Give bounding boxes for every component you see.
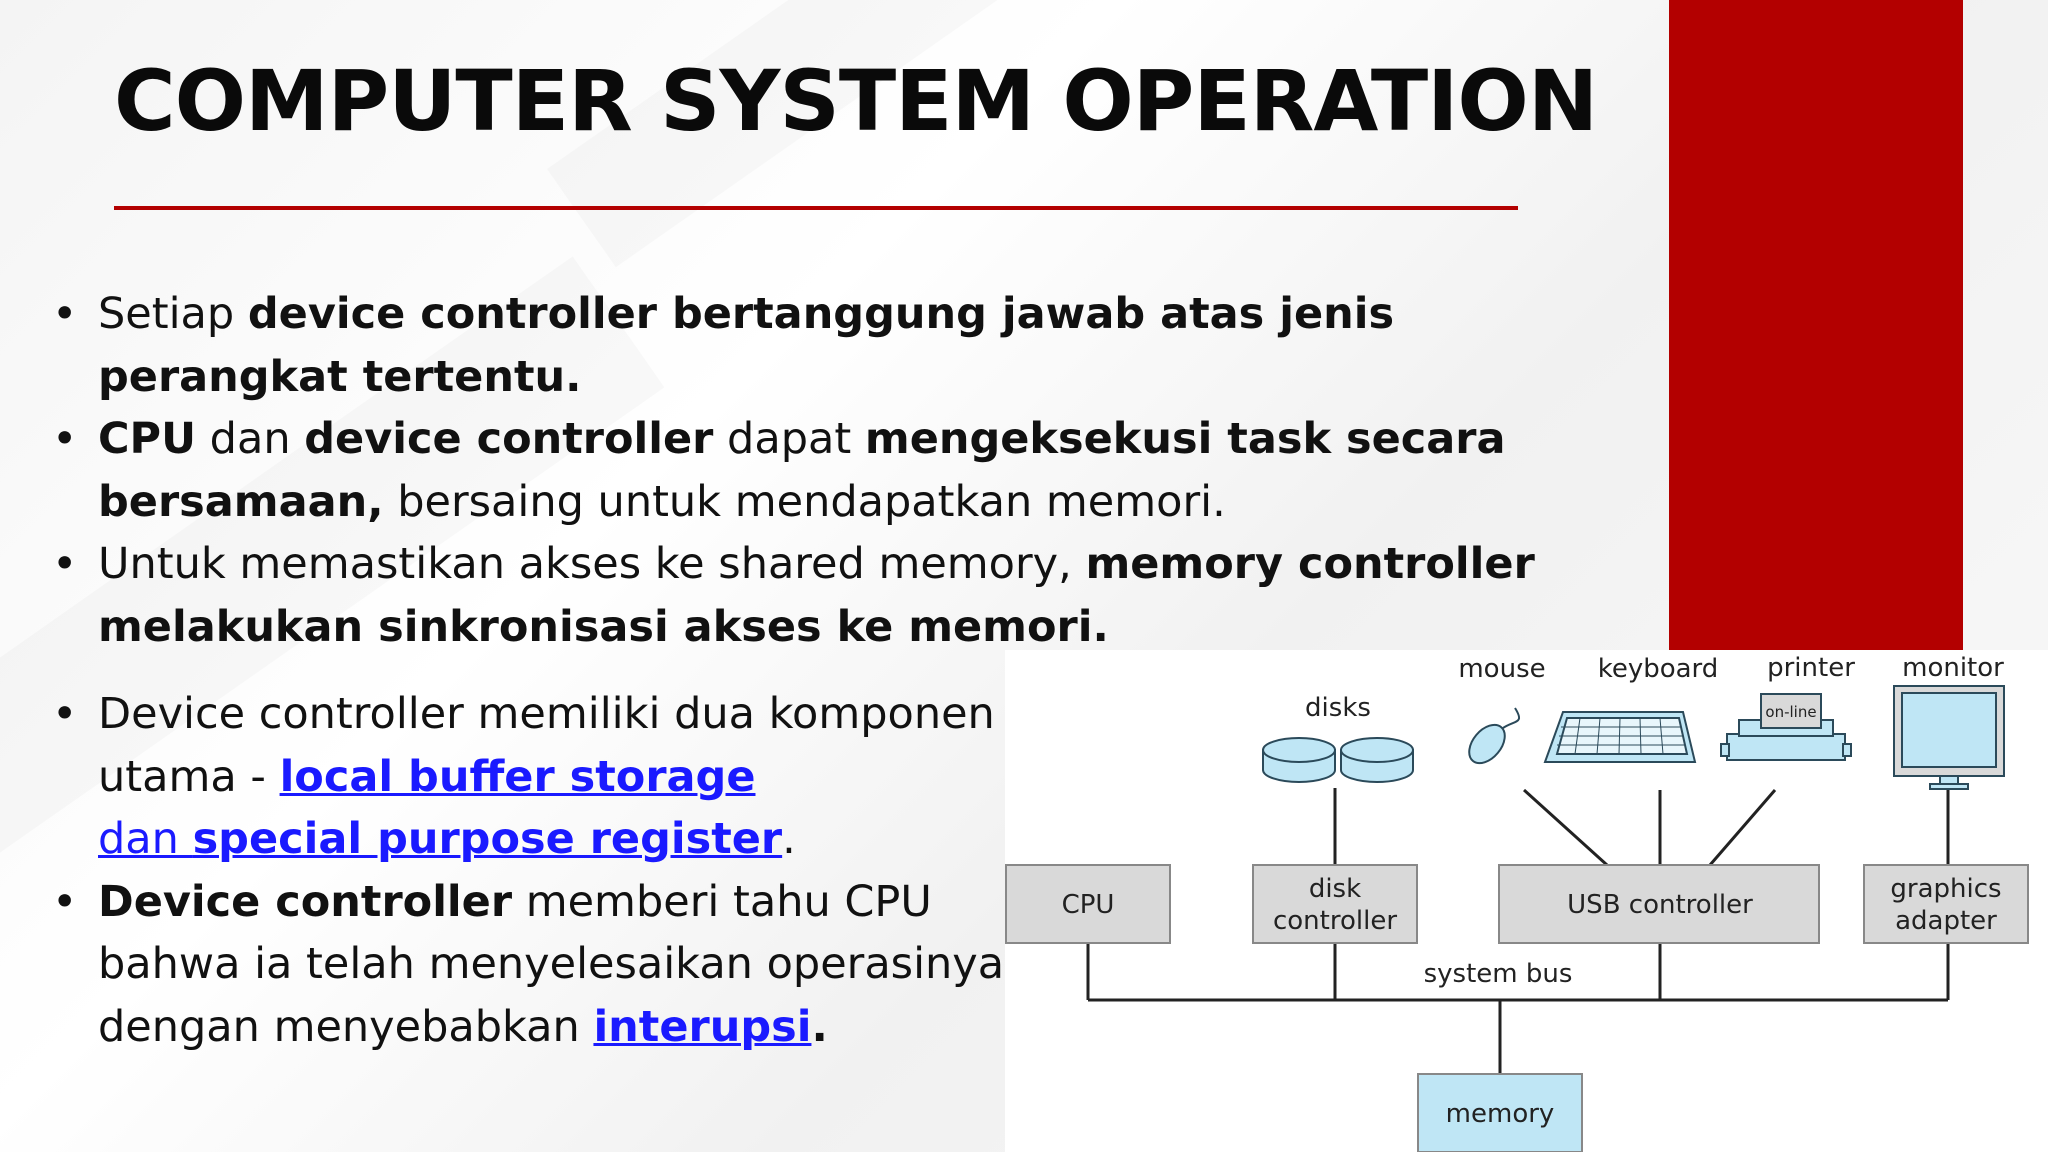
graphics-adapter-label: graphics <box>1890 874 2001 904</box>
link-text: special purpose register <box>192 814 783 864</box>
mouse-line <box>1522 788 1609 867</box>
title-underline <box>114 206 1518 210</box>
mouse-icon <box>1468 707 1521 765</box>
printer-label: printer <box>1767 653 1855 683</box>
usb-controller-label: USB controller <box>1567 890 1753 920</box>
red-accent-bar <box>1669 0 1963 651</box>
graphics-adapter-label: adapter <box>1895 906 1997 936</box>
cpu-label: CPU <box>1062 890 1115 920</box>
disk-controller-box <box>1252 864 1418 944</box>
slide-title: COMPUTER SYSTEM OPERATION <box>114 52 1598 150</box>
bullet-text: dapat <box>713 414 865 464</box>
graphics-adapter-box <box>1863 864 2029 944</box>
bullet-bold-text: memory controller melakukan sinkronisasi… <box>98 539 1535 652</box>
disks-label: disks <box>1305 693 1371 723</box>
bullet-bold-text: mengeksekusi task secara bersamaan, <box>98 414 1506 527</box>
link-text: local buffer storage <box>279 751 756 802</box>
bullet-bold-text: device controller <box>304 414 714 464</box>
keyboard-label: keyboard <box>1598 654 1719 684</box>
bullet-text: bersaing untuk mendapatkan memori. <box>383 476 1226 527</box>
bullet-item: Setiap device controller bertanggung jaw… <box>52 283 1638 408</box>
link-text: interupsi <box>593 1001 812 1052</box>
bullet-text: . <box>782 814 796 864</box>
link-local-buffer-storage[interactable]: local buffer storage dan special purpose … <box>98 752 782 865</box>
disks-icon <box>1262 737 1414 783</box>
monitor-label: monitor <box>1902 653 2004 683</box>
bullet-list-top: Setiap device controller bertanggung jaw… <box>52 283 1638 658</box>
bullet-text: dan <box>196 414 305 464</box>
printer-icon <box>1720 693 1852 761</box>
printer-line <box>1708 789 1777 866</box>
link-interupsi[interactable]: interupsi <box>593 1002 811 1052</box>
bullet-bold-text: device controller bertanggung jawab atas… <box>98 289 1395 402</box>
link-text: dan <box>98 814 193 864</box>
bullet-text: Untuk memastikan akses ke shared memory, <box>98 539 1086 589</box>
bullet-item: Device controller memiliki dua komponen … <box>52 683 1018 871</box>
connection-lines <box>1086 788 1950 1074</box>
keyboard-icon <box>1543 711 1697 763</box>
memory-label: memory <box>1446 1099 1555 1129</box>
bullet-text: memberi tahu CPU bahwa ia telah menyeles… <box>98 876 1005 1052</box>
memory-box <box>1417 1073 1583 1152</box>
bullet-text: Setiap <box>98 289 248 339</box>
bullet-text: Device controller memiliki dua komponen … <box>98 689 995 802</box>
bullet-item: Device controller memberi tahu CPU bahwa… <box>52 871 1018 1059</box>
monitor-icon <box>1893 685 2005 790</box>
bullet-bold-text: CPU <box>98 414 196 464</box>
bullet-item: Untuk memastikan akses ke shared memory,… <box>52 533 1638 658</box>
system-diagram: CPU disk controller USB controller graph… <box>1005 650 2048 1152</box>
system-bus-label: system bus <box>1424 959 1573 989</box>
disk-controller-label: controller <box>1273 906 1397 936</box>
usb-controller-box <box>1498 864 1820 944</box>
bullet-list-bottom: Device controller memiliki dua komponen … <box>52 683 1018 1059</box>
cpu-box <box>1005 864 1171 944</box>
printer-status-label: on-line <box>1765 703 1816 721</box>
bullet-bold-text: . <box>811 1001 828 1052</box>
bullet-bold-text: Device controller <box>98 876 513 927</box>
disk-controller-label: disk <box>1309 874 1361 904</box>
mouse-label: mouse <box>1458 654 1545 684</box>
bullet-item: CPU dan device controller dapat mengekse… <box>52 408 1638 533</box>
system-diagram-svg: CPU disk controller USB controller graph… <box>1005 653 2029 1152</box>
